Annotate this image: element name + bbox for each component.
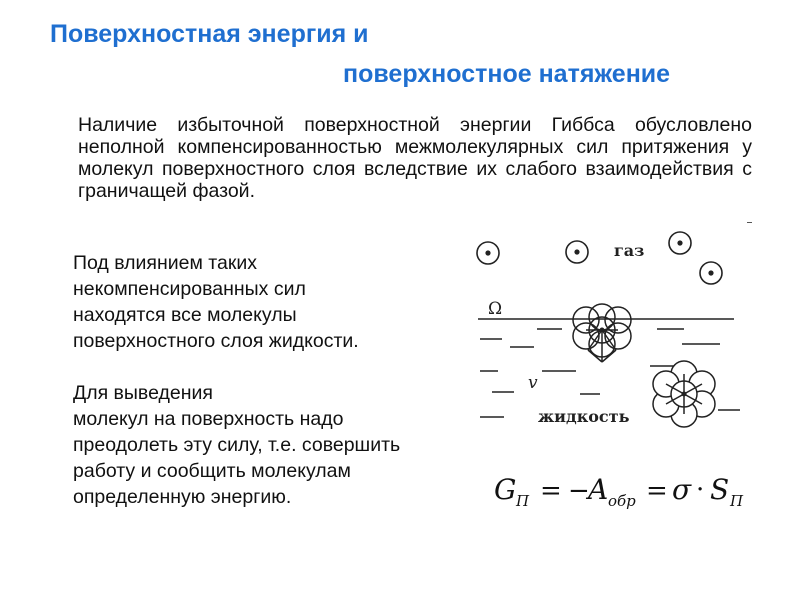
paragraph-gap	[73, 354, 453, 380]
liquid-label: жидкость	[538, 407, 630, 426]
formula-work-subscript: обр	[608, 492, 636, 510]
surface-label: Ω	[488, 299, 502, 319]
formula-equals: =	[646, 476, 668, 506]
bulk-molecule-cluster	[652, 360, 716, 428]
formula-sigma: σ	[672, 473, 692, 506]
left-text-line: определенную энергию.	[73, 486, 292, 508]
volume-label: v	[528, 373, 538, 393]
left-text-line: молекул на поверхность надо	[73, 408, 344, 430]
left-text-line: находятся все молекулы	[73, 304, 297, 326]
left-text-line: Под влиянием таких	[73, 252, 258, 274]
formula-area-subscript: П	[729, 492, 744, 510]
left-text-line: Для выведения	[73, 382, 213, 404]
surface-molecule-cluster	[572, 303, 632, 363]
intro-paragraph: Наличие избыточной поверхностной энергии…	[78, 114, 752, 202]
molecule-diagram: газ Ω v жидкость	[476, 231, 740, 428]
left-text-line: поверхностного слоя жидкости.	[73, 330, 359, 352]
formula-equals: =	[540, 476, 562, 506]
formula-dot: ·	[696, 475, 704, 505]
formula-area: S	[710, 473, 729, 506]
gas-molecule	[668, 231, 692, 255]
left-text-line: преодолеть эту силу, т.е. совершить	[73, 434, 401, 456]
formula: G П = − A обр = σ · S П	[494, 473, 744, 510]
formula-gibbs: G	[494, 473, 516, 506]
left-text-line: некомпенсированных сил	[73, 278, 306, 300]
formula-work: A	[585, 473, 608, 506]
gas-label: газ	[614, 241, 644, 260]
formula-gibbs-subscript: П	[515, 492, 530, 510]
slide-title-line1: Поверхностная энергия и	[50, 20, 369, 48]
gas-molecule	[476, 241, 500, 265]
left-text-block: Под влиянием таких некомпенсированных си…	[73, 250, 453, 510]
gas-molecule	[565, 240, 589, 264]
gas-molecule	[699, 261, 723, 285]
formula-minus: −	[568, 476, 590, 506]
left-text-line: работу и сообщить молекулам	[73, 460, 351, 482]
slide-title-line2: поверхностное натяжение	[343, 60, 671, 88]
divider-tick	[747, 222, 752, 223]
